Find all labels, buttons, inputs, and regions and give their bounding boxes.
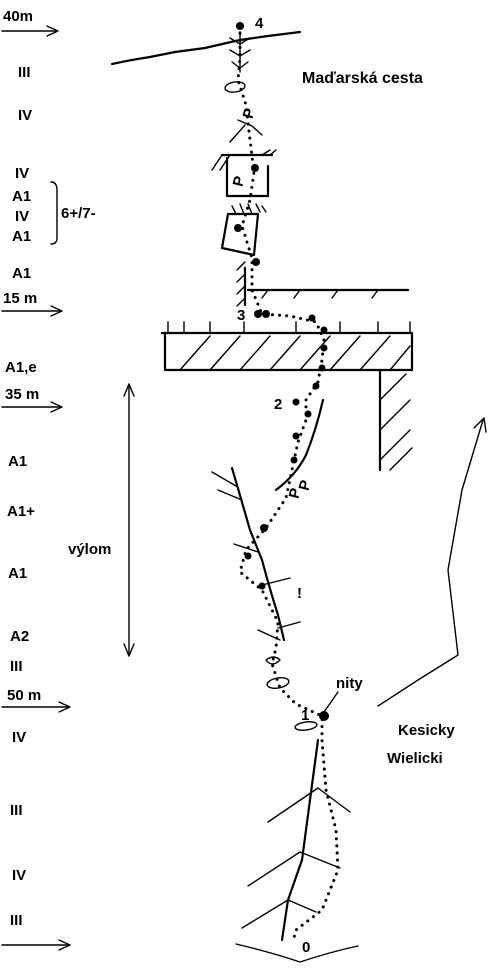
bolts	[234, 22, 329, 721]
vylom-arrow	[123, 383, 135, 657]
roof-small-2-hatch	[211, 149, 277, 171]
grade-bracket	[50, 181, 58, 245]
crack-left-branches	[211, 471, 301, 641]
grade-label: A1	[8, 453, 27, 470]
rivets-label: nity	[336, 675, 363, 692]
grade-label: A1	[12, 228, 31, 245]
route-title: Maďarská cesta	[302, 70, 423, 87]
combined-grade: 6+/7-	[61, 205, 96, 222]
grade-label: A1	[12, 188, 31, 205]
belay-number: 1	[301, 707, 309, 724]
grade-label: IV	[15, 208, 29, 225]
grade-label: IV	[15, 165, 29, 182]
piton-marker: P	[286, 486, 305, 500]
other-route-name-1: Kesicky	[398, 722, 455, 739]
summit-crack	[229, 31, 251, 73]
grade-label: III	[10, 658, 23, 675]
lower-crack-system	[235, 738, 359, 963]
pitch-length-40: 40m	[3, 8, 33, 25]
grade-label: IV	[12, 729, 26, 746]
summit-ridge	[110, 30, 302, 66]
route-line	[236, 24, 340, 940]
piton-marker: P	[240, 106, 259, 120]
crack-right	[274, 398, 325, 492]
grade-label: A1	[12, 265, 31, 282]
roof-small-1	[229, 119, 263, 143]
grade-label: III	[10, 802, 23, 819]
other-route-name-2: Wielicki	[387, 750, 443, 767]
other-route-arrowhead	[473, 417, 487, 433]
ledge-hatch	[261, 289, 379, 299]
pitch-length-35: 35 m	[5, 386, 39, 403]
warning-mark: !	[297, 585, 302, 602]
pitch-length-15: 15 m	[3, 290, 37, 307]
big-roof	[160, 321, 414, 472]
grade-label: IV	[18, 107, 32, 124]
piton-marker: P	[230, 174, 249, 188]
grade-label: A1+	[7, 503, 35, 520]
grade-label: III	[10, 912, 23, 929]
sling-loops	[224, 81, 318, 731]
crack-left	[230, 466, 286, 642]
pitch-length-50: 50 m	[7, 687, 41, 704]
grade-label: IV	[12, 867, 26, 884]
piton-marker: P	[296, 478, 315, 492]
flake-box	[220, 212, 260, 257]
feature-label: výlom	[68, 541, 111, 558]
flake-hatch	[231, 203, 267, 215]
other-route-line	[377, 419, 484, 707]
length-arrows	[1, 25, 71, 951]
grade-label: A1	[8, 565, 27, 582]
corner-upper-hatch	[236, 261, 246, 307]
rivets-pointer	[323, 691, 339, 713]
belay-number: 0	[302, 939, 310, 956]
belay-number: 4	[255, 15, 264, 32]
grade-label: A2	[10, 628, 29, 645]
belay-number: 3	[237, 307, 245, 324]
grade-label: A1,e	[5, 359, 37, 376]
belay-number: 2	[274, 396, 282, 413]
grade-label: III	[18, 64, 31, 81]
pillar-block	[225, 156, 270, 198]
